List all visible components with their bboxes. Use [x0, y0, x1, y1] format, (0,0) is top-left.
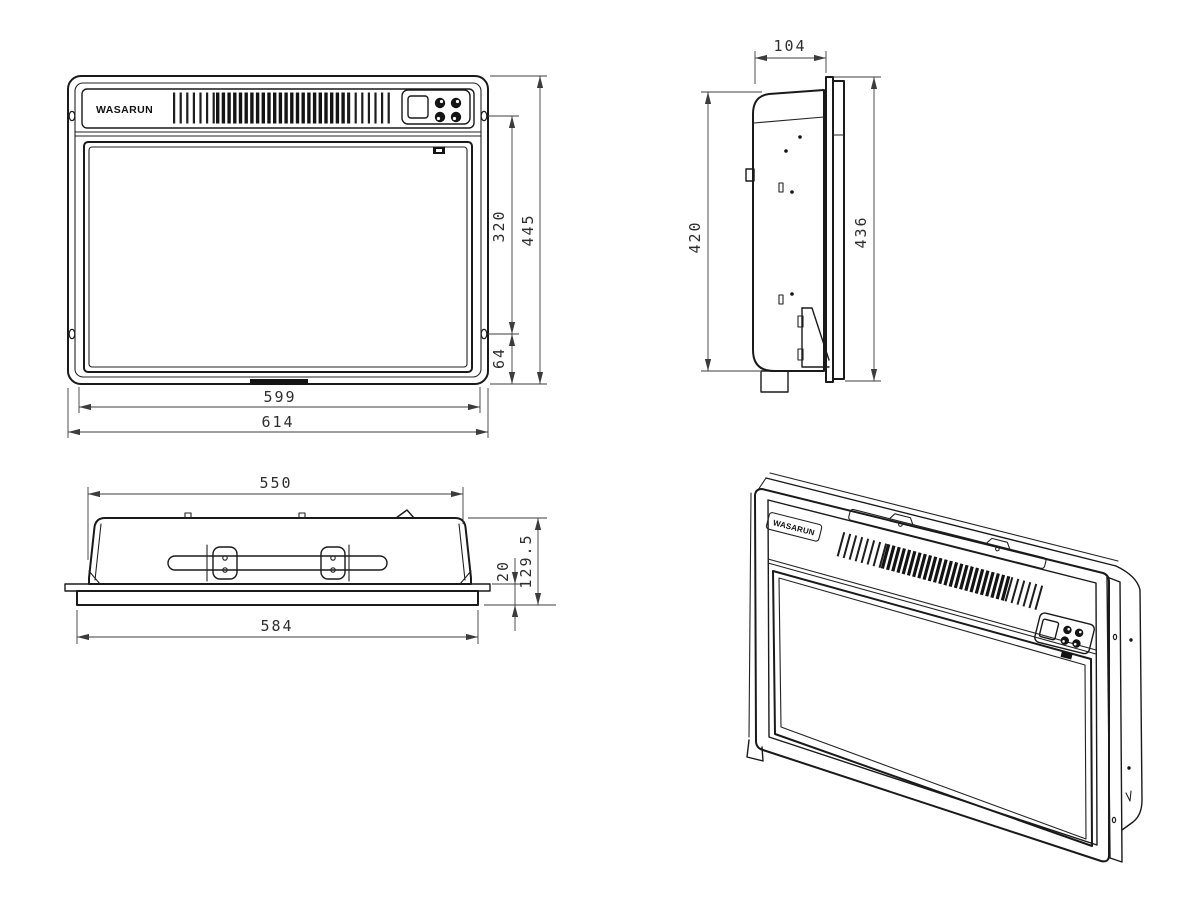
persp-glass-door	[772, 570, 1093, 847]
side-front-frame	[832, 80, 845, 380]
control-panel	[401, 89, 471, 125]
persp-control-button-icon	[1060, 636, 1069, 645]
side-view: 104 420 436	[686, 37, 881, 393]
mount-hole	[68, 328, 76, 340]
dim-front-overall-height: 445	[519, 213, 537, 246]
glass-door	[83, 141, 473, 373]
side-dimensions: 104 420 436	[686, 37, 881, 382]
persp-vent-grille-icon	[836, 531, 1044, 611]
mount-hole	[68, 110, 76, 122]
brand-logo: WASARUN	[96, 104, 153, 116]
dim-top-overall-depth: 129.5	[517, 533, 535, 588]
dim-top-body-width: 550	[259, 474, 292, 492]
persp-frame-side	[1106, 576, 1123, 863]
front-view: WASARUN	[67, 75, 547, 438]
top-trim-flange	[64, 583, 491, 592]
side-foot	[760, 370, 789, 393]
persp-display-screen-icon	[1038, 618, 1060, 641]
display-screen-icon	[407, 95, 429, 119]
dim-side-depth: 104	[773, 37, 806, 55]
dim-front-outer-width: 614	[261, 413, 294, 431]
mount-hole	[480, 328, 488, 340]
persp-control-button-icon	[1074, 628, 1084, 638]
control-button-icon	[450, 97, 462, 109]
control-button-icon	[434, 97, 446, 109]
persp-ir-sensor-icon	[1060, 651, 1073, 660]
dim-front-hole-spacing: 320	[490, 209, 508, 242]
control-button-icon	[434, 111, 446, 123]
persp-control-button-icon	[1072, 639, 1081, 648]
persp-back-box	[1115, 565, 1143, 831]
dim-side-overall-height: 436	[852, 215, 870, 248]
dim-front-hole-to-bottom: 64	[490, 347, 508, 369]
brand-logo-perspective: WASARUN	[772, 518, 816, 537]
top-base-flange	[76, 590, 479, 606]
top-view: 550 584 20 129.5	[64, 474, 556, 644]
side-flange-plate	[825, 76, 834, 383]
mount-hole	[480, 110, 488, 122]
dim-top-flange-width: 584	[260, 617, 293, 635]
dim-front-inner-width: 599	[263, 388, 296, 406]
side-body	[752, 89, 825, 372]
persp-foot	[746, 739, 764, 762]
top-dimensions: 550 584 20 129.5	[76, 474, 556, 644]
front-inner-frame	[74, 82, 482, 378]
front-dimensions: 320 445 64 599 614	[67, 75, 547, 438]
power-switch-icon	[395, 509, 415, 519]
front-outer-frame	[67, 75, 489, 385]
bottom-trim	[250, 379, 308, 385]
front-top-band	[81, 88, 475, 129]
side-bracket	[797, 307, 830, 368]
top-mounting-bracket	[167, 544, 388, 582]
persp-control-panel	[1034, 612, 1095, 655]
persp-control-button-icon	[1063, 625, 1072, 635]
dim-top-flange-thickness: 20	[494, 560, 512, 582]
control-button-icon	[450, 111, 462, 123]
side-latch	[745, 168, 755, 182]
top-body	[88, 517, 472, 585]
dim-side-body-height: 420	[686, 220, 704, 253]
persp-logo-plate: WASARUN	[765, 512, 823, 542]
perspective-view: WASARUN	[746, 472, 1143, 863]
